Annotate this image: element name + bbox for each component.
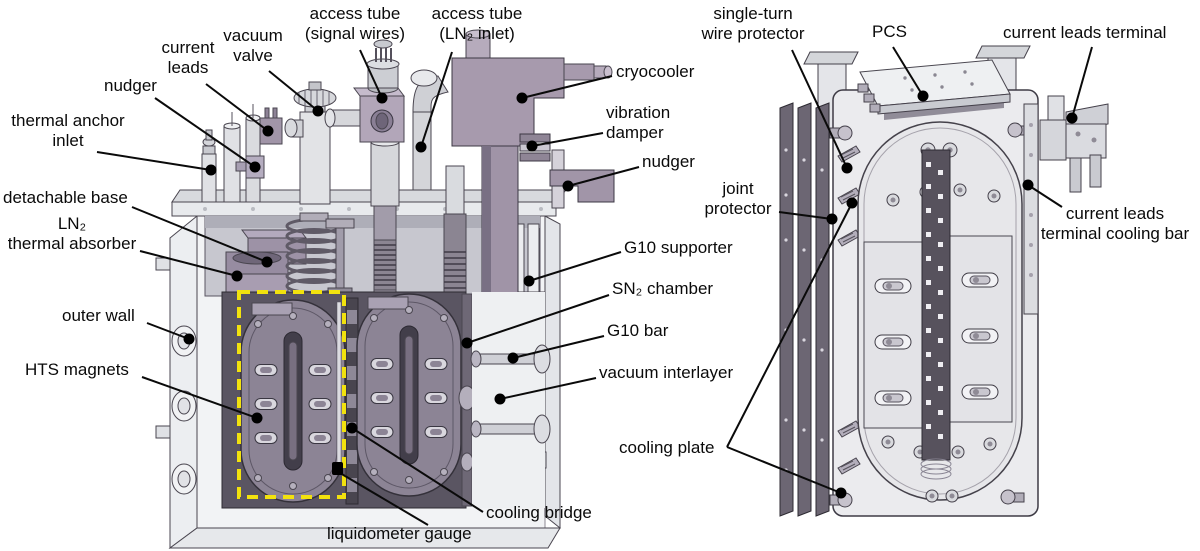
cooling-plates-shape bbox=[779, 102, 830, 517]
vacuum-valve-shape bbox=[284, 81, 337, 205]
leader-hts-magnets bbox=[141, 376, 258, 419]
highlight-dashed-box bbox=[237, 290, 346, 499]
outer-wall-label: outer wall bbox=[62, 306, 135, 325]
pcs-shape bbox=[857, 59, 1011, 120]
leader-nudger-right bbox=[567, 166, 640, 187]
leader-g10-supporter bbox=[528, 251, 622, 282]
leader-single-turn bbox=[791, 49, 848, 169]
leader-dots bbox=[183, 90, 1078, 499]
pcs-label: PCS bbox=[872, 22, 907, 41]
leader-vacuum-valve bbox=[268, 70, 319, 112]
leader-outer-wall bbox=[146, 322, 190, 340]
leader-access-tube-signal bbox=[359, 49, 383, 99]
leader-liquidometer bbox=[339, 472, 429, 526]
leader-current-leads bbox=[205, 83, 269, 132]
nudger-right-label: nudger bbox=[642, 152, 695, 171]
access-tube-signal-shape bbox=[324, 39, 405, 207]
leader-ln2-absorber bbox=[139, 250, 238, 277]
single-turn-wire-protector-label: single-turn wire protector bbox=[701, 4, 805, 43]
leader-cooling-plate-upper bbox=[726, 202, 853, 448]
vacuum-valve-label: vacuum valve bbox=[223, 26, 283, 65]
access-tube-ln2-label: access tube (LN₂ inlet) bbox=[431, 4, 523, 43]
vibration-damper-label: vibration damper bbox=[606, 103, 671, 142]
nudger-left-label: nudger bbox=[104, 76, 157, 95]
leader-current-leads-terminal bbox=[1071, 46, 1093, 119]
nudger-arm-shape bbox=[549, 149, 615, 209]
leader-vibration-damper bbox=[531, 132, 604, 147]
cryostat-cutaway-illustration bbox=[155, 29, 615, 549]
terminal-cooling-bar-shape bbox=[1023, 103, 1039, 315]
leader-cooling-plate-lower bbox=[726, 446, 842, 494]
leader-thermal-anchor bbox=[96, 151, 212, 171]
thermal-anchor-inlet-label: thermal anchor inlet bbox=[11, 111, 125, 150]
cooling-bridge-shape bbox=[345, 297, 359, 505]
liquidometer-marker bbox=[332, 462, 343, 475]
liquidometer-gauge-label: liquidometer gauge bbox=[327, 524, 472, 543]
leader-access-tube-ln2 bbox=[420, 51, 453, 148]
current-leads-terminal-shape bbox=[1039, 95, 1109, 193]
cooling-plate-label: cooling plate bbox=[619, 438, 715, 457]
liquidometer-rod bbox=[336, 301, 342, 473]
cooling-bridge-label: cooling bridge bbox=[486, 503, 592, 522]
g10-bar-label: G10 bar bbox=[607, 321, 669, 340]
detachable-base-label: detachable base bbox=[3, 188, 128, 207]
leader-sn2-chamber bbox=[466, 294, 610, 344]
leader-nudger-left bbox=[154, 97, 256, 168]
leader-joint-protector bbox=[778, 211, 833, 220]
current-leads-terminal-label: current leads terminal bbox=[1003, 23, 1167, 42]
leader-detachable-base bbox=[131, 206, 268, 263]
access-tube-ln2-shape bbox=[410, 69, 449, 191]
sn2-chamber-wall bbox=[458, 293, 476, 507]
magnet-assembly-illustration bbox=[779, 45, 1109, 517]
leader-cryocooler bbox=[521, 75, 613, 99]
outer-wall-shape bbox=[169, 214, 198, 549]
ln2-thermal-absorber-label: LN₂ thermal absorber bbox=[7, 214, 137, 253]
g10-bar-shapes bbox=[470, 344, 551, 444]
vacuum-interlayer-label: vacuum interlayer bbox=[599, 363, 734, 382]
current-leads-label: current leads bbox=[161, 38, 215, 77]
sn2-chamber-label: SN₂ chamber bbox=[612, 279, 714, 298]
cryocooler-label: cryocooler bbox=[616, 62, 695, 81]
leader-vacuum-interlayer bbox=[499, 377, 597, 400]
leader-lines bbox=[96, 46, 1093, 526]
leader-g10-bar bbox=[512, 335, 605, 359]
joint-channel bbox=[920, 149, 952, 480]
hts-magnets-label: HTS magnets bbox=[25, 360, 129, 379]
bellows-tube bbox=[373, 203, 397, 293]
outer-wall-ports bbox=[171, 325, 197, 495]
leader-cooling-bridge bbox=[351, 427, 484, 513]
g10-supporter-label: G10 supporter bbox=[624, 238, 733, 257]
leader-terminal-cooling-bar bbox=[1027, 184, 1063, 208]
leader-pcs bbox=[892, 46, 924, 97]
frame-bolts bbox=[829, 122, 1032, 508]
hts-magnet-left bbox=[240, 299, 346, 503]
access-tube-signal-label: access tube (signal wires) bbox=[304, 4, 406, 43]
joint-protector-label: joint protector bbox=[704, 179, 772, 218]
bellows-tube-2 bbox=[443, 165, 467, 295]
current-leads-terminal-cooling-bar-label: current leads terminal cooling bar bbox=[1040, 204, 1190, 243]
